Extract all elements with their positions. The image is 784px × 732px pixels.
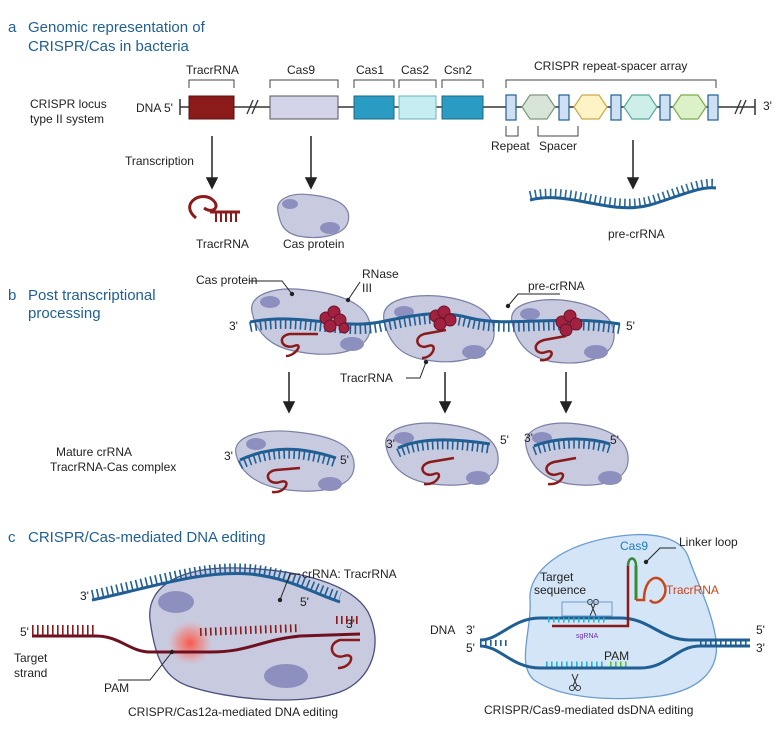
cas9-label: Cas9 <box>620 539 648 553</box>
c-right-3prime-left: 3' <box>466 623 475 637</box>
locus-label-line2: type II system <box>30 112 104 126</box>
cas12a-caption: CRISPR/Cas12a-mediated DNA editing <box>128 705 338 719</box>
mature3-3prime: 3' <box>524 431 533 445</box>
section-c: c CRISPR/Cas-mediated DNA editing crRNA:… <box>8 529 765 719</box>
cas9-complex <box>479 533 750 700</box>
rnase-iii <box>319 305 583 337</box>
section-a-letter: a <box>8 19 17 36</box>
cas-protein-label-b: Cas protein <box>196 273 257 287</box>
cas-protein-product-label: Cas protein <box>283 237 344 251</box>
section-a-title-line2: CRISPR/Cas in bacteria <box>28 38 190 55</box>
tracrrna-label-b: TracrRNA <box>340 371 393 385</box>
cas9-gene <box>269 95 339 120</box>
mature-complex-3 <box>525 422 629 486</box>
csn2-gene <box>441 95 484 120</box>
mature2-5prime: 5' <box>500 433 509 447</box>
mature2-3prime: 3' <box>386 437 395 451</box>
array-label: CRISPR repeat-spacer array <box>534 59 687 73</box>
gene-label-cas1: Cas1 <box>356 63 384 77</box>
tracrrna-right-label: TracrRNA <box>666 583 719 597</box>
cas1-gene <box>353 95 395 120</box>
gene-label-cas9: Cas9 <box>287 63 315 77</box>
crrna-tracrrna-label: crRNA: TracrRNA <box>302 567 397 581</box>
section-b-letter: b <box>8 287 16 304</box>
spacer-label: Spacer <box>539 139 577 153</box>
transcription-arrows <box>205 136 640 190</box>
tracrrna-product <box>188 195 240 222</box>
mature3-5prime: 5' <box>610 433 619 447</box>
dna-3prime-label: 3' <box>763 99 772 113</box>
cas-protein-product <box>277 193 350 239</box>
c-right-3prime-right: 3' <box>756 641 765 655</box>
transcription-label: Transcription <box>125 154 194 168</box>
b-3prime-label: 3' <box>229 319 238 333</box>
mature1-5prime: 5' <box>340 453 349 467</box>
mature-complex-1 <box>235 430 355 494</box>
target-strand-line2: strand <box>14 666 47 680</box>
locus-label-line1: CRISPR locus <box>30 97 107 111</box>
precrrna-label: pre-crRNA <box>608 227 665 241</box>
target-strand-line1: Target <box>14 651 48 665</box>
target-seq-line1: Target <box>540 570 574 584</box>
c-right-5prime-right: 5' <box>756 623 765 637</box>
target-seq-line2: sequence <box>534 583 586 597</box>
section-b-title-line1: Post transcriptional <box>28 287 156 304</box>
cas9-caption: CRISPR/Cas9-mediated dsDNA editing <box>484 703 693 717</box>
dna-right-label: DNA <box>430 623 455 637</box>
gene-label-cas2: Cas2 <box>401 63 429 77</box>
section-c-letter: c <box>8 529 16 546</box>
c-left-5prime: 5' <box>20 625 29 639</box>
mature-label-line2: TracrRNA-Cas complex <box>50 460 176 474</box>
repeat-label: Repeat <box>491 139 530 153</box>
tracrrna-in-complexes <box>280 328 567 362</box>
dna-break-left <box>246 99 259 115</box>
section-b: b Post transcriptional processing <box>8 267 635 494</box>
dna-5prime-label: DNA 5' <box>136 101 173 115</box>
section-a: a Genomic representation of CRISPR/Cas i… <box>8 19 772 251</box>
b-5prime-label: 5' <box>626 319 635 333</box>
mature-label-line1: Mature crRNA <box>56 445 132 459</box>
pam-right-label: PAM <box>604 649 629 663</box>
section-b-title-line2: processing <box>28 305 101 322</box>
tracrrna-product-label: TracrRNA <box>196 237 249 251</box>
c-right-5prime-left: 5' <box>466 641 475 655</box>
sgrna-label: sgRNA <box>576 633 599 640</box>
cleavage-glow <box>168 621 212 665</box>
c-left-3prime-top: 3' <box>80 589 89 603</box>
rnase-label-line1: RNase <box>362 267 399 281</box>
pam-left-label: PAM <box>104 681 129 695</box>
tracrrna-gene <box>188 95 235 120</box>
precrrna-label-b: pre-crRNA <box>528 279 585 293</box>
gene-label-csn2: Csn2 <box>444 63 472 77</box>
rnase-label-line2: III <box>362 281 372 295</box>
cas12a-complex <box>32 563 376 701</box>
gene-label-tracrrna: TracrRNA <box>186 63 239 77</box>
mature-complex-2 <box>385 422 499 486</box>
repeat-spacer-array <box>505 94 719 121</box>
section-a-title-line1: Genomic representation of <box>28 19 206 36</box>
c-left-5prime-top: 5' <box>300 595 309 609</box>
cas2-gene <box>398 95 437 120</box>
mature1-3prime: 3' <box>224 449 233 463</box>
dna-break-right <box>734 99 747 115</box>
c-left-3prime-right: 3' <box>346 617 355 631</box>
processing-arrows <box>282 372 573 414</box>
precrrna-product <box>528 178 717 210</box>
section-c-title: CRISPR/Cas-mediated DNA editing <box>28 529 266 546</box>
linker-loop-label: Linker loop <box>679 535 738 549</box>
